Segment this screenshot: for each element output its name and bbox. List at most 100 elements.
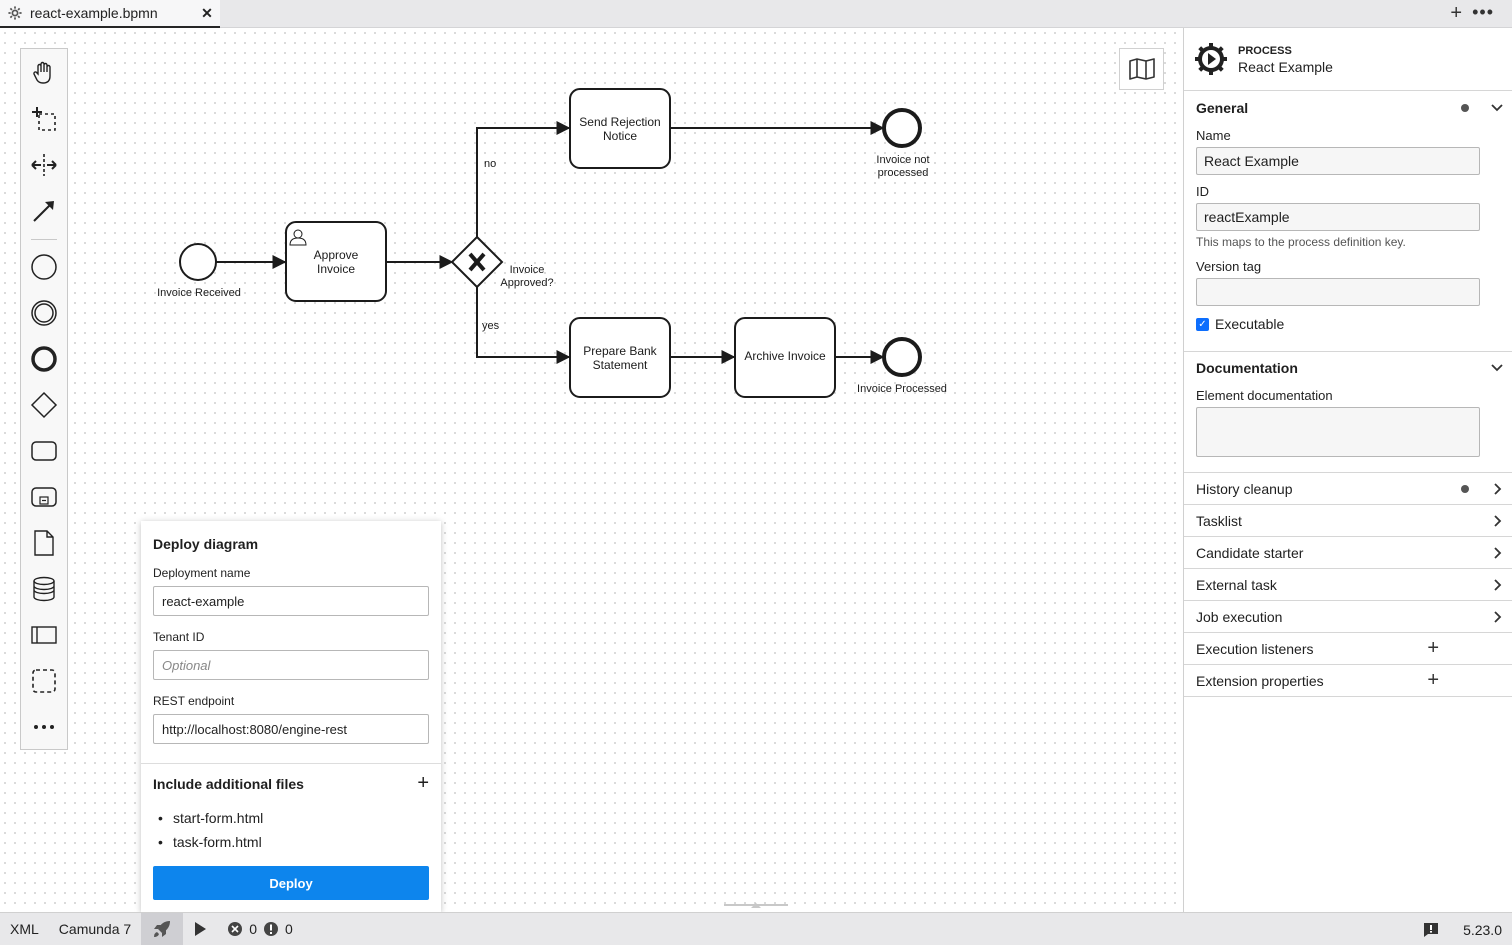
deploy-title: Deploy diagram [153,536,259,552]
group-divider [1184,351,1512,352]
version-tag-label: Version tag [1196,259,1262,274]
group-extension-properties[interactable]: Extension properties + [1184,665,1512,697]
group-general[interactable]: General [1184,92,1512,124]
group-external-task[interactable]: External task [1184,569,1512,601]
add-file-button[interactable]: + [417,772,429,794]
lasso-tool-icon[interactable] [21,99,67,139]
rest-endpoint-input[interactable]: http://localhost:8080/engine-rest [153,714,429,744]
prepare-task-line-2: Statement [592,358,648,372]
user-task-icon [289,229,307,246]
flow-yes[interactable] [476,287,571,364]
data-store-icon[interactable] [21,569,67,609]
process-gear-icon [1195,43,1227,75]
group-tasklist[interactable]: Tasklist [1184,505,1512,537]
reject-task-label: Send Rejection Notice [570,115,670,143]
participant-icon[interactable] [21,615,67,655]
bottom-panel-resize-handle[interactable] [724,903,788,908]
group-divider [1184,600,1512,601]
flow-no[interactable] [476,121,571,237]
chevron-right-icon[interactable] [1491,544,1503,565]
tool-palette [20,48,68,750]
tenant-id-label: Tenant ID [153,630,205,644]
prepare-task-label: Prepare Bank Statement [570,344,670,372]
element-type: PROCESS [1238,45,1292,57]
close-tab-icon[interactable]: ✕ [201,4,213,21]
deployment-name-input[interactable]: react-example [153,586,429,616]
tenant-id-input[interactable]: Optional [153,650,429,680]
app-version: 5.23.0 [1463,921,1502,938]
engine-platform-button[interactable]: Camunda 7 [58,921,132,937]
chevron-down-icon[interactable] [1491,359,1503,380]
group-documentation[interactable]: Documentation [1184,352,1512,384]
group-execution-listeners[interactable]: Execution listeners + [1184,633,1512,665]
tab-react-example[interactable]: react-example.bpmn ✕ [0,0,220,28]
status-bar: XML Camunda 7 0 0 5.23.0 [0,912,1512,945]
hand-tool-icon[interactable] [21,53,67,93]
add-icon[interactable]: + [1427,637,1439,659]
approve-task-label: Approve Invoice [286,248,386,276]
task-prepare-bank-statement[interactable] [569,317,671,398]
chevron-right-icon[interactable] [1491,512,1503,533]
group-divider [1184,664,1512,665]
start-instance-button[interactable] [183,913,217,945]
start-event-icon[interactable] [21,247,67,287]
more-tools-icon[interactable] [21,707,67,747]
name-label: Name [1196,128,1231,143]
task-archive-invoice[interactable] [734,317,836,398]
end-event-not-processed[interactable] [882,108,922,148]
flow-no-label: no [484,158,497,170]
element-documentation-textarea[interactable] [1196,407,1480,457]
xml-view-button[interactable]: XML [10,921,39,937]
task-send-rejection[interactable] [569,88,671,169]
deploy-button[interactable]: Deploy [153,866,429,900]
deploy-rocket-button[interactable] [141,912,184,945]
chevron-right-icon[interactable] [1491,576,1503,597]
minimap-toggle-button[interactable] [1119,48,1164,90]
name-input[interactable]: React Example [1196,147,1480,175]
executable-label: Executable [1215,316,1285,332]
tab-more-icon[interactable]: ••• [1472,2,1494,22]
gateway-label: Invoice Approved? [500,264,554,290]
error-count: 0 [249,921,257,937]
chevron-down-icon[interactable] [1491,99,1503,120]
problems-toggle[interactable]: 0 0 [217,913,303,945]
id-input[interactable]: reactExample [1196,203,1480,231]
deploy-diagram-overlay: Deploy diagram Deployment name react-exa… [141,521,441,912]
version-tag-input[interactable] [1196,278,1480,306]
group-icon[interactable] [21,661,67,701]
group-divider [1184,568,1512,569]
diagram-canvas[interactable]: Invoice Received Approve Invoice Invoice… [0,28,1183,912]
end-event-icon[interactable] [21,339,67,379]
group-divider [1184,536,1512,537]
tab-title: react-example.bpmn [30,5,158,21]
add-icon[interactable]: + [1427,669,1439,691]
group-label: External task [1196,577,1277,593]
flow-yes-label: yes [482,320,500,332]
gateway-icon[interactable] [21,385,67,425]
end-event-processed[interactable] [882,337,922,377]
subprocess-icon[interactable] [21,477,67,517]
new-tab-button[interactable]: + [1450,2,1462,24]
group-history-cleanup[interactable]: History cleanup [1184,473,1512,505]
properties-panel: PROCESS React Example General Name React… [1183,28,1512,912]
chevron-right-icon[interactable] [1491,480,1503,501]
data-object-icon[interactable] [21,523,67,563]
task-approve-invoice[interactable] [285,221,387,302]
group-candidate-starter[interactable]: Candidate starter [1184,537,1512,569]
start-event[interactable] [179,243,217,281]
task-icon[interactable] [21,431,67,471]
executable-checkbox[interactable]: ✓ Executable [1196,316,1284,332]
connect-tool-icon[interactable] [21,191,67,231]
checkbox-checked-icon[interactable]: ✓ [1196,317,1209,331]
play-icon [195,922,207,936]
intermediate-event-icon[interactable] [21,293,67,333]
start-event-label: Invoice Received [157,287,241,299]
group-divider [1184,696,1512,697]
gateway-label-line-2: Approved? [500,277,554,289]
chevron-right-icon[interactable] [1491,608,1503,629]
deploy-divider [141,763,441,764]
group-job-execution[interactable]: Job execution [1184,601,1512,633]
feedback-icon[interactable] [1423,922,1439,938]
space-tool-icon[interactable] [21,145,67,185]
approve-task-line-1: Approve [313,248,359,262]
